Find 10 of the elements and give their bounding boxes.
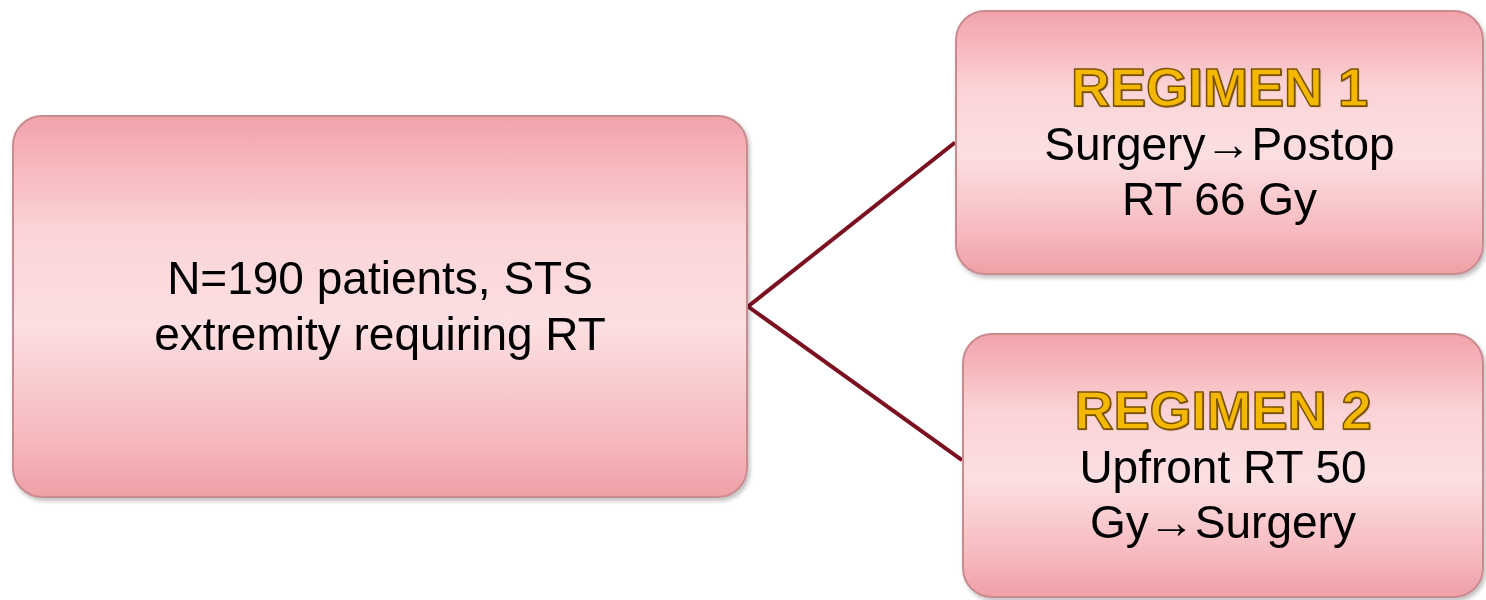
connector-line <box>746 140 957 309</box>
regimen-box <box>962 333 1484 598</box>
process-box <box>12 115 748 498</box>
description-text: Upfront RT 50 Gy→Surgery <box>1078 440 1368 551</box>
regimen-heading: REGIMEN 1 <box>1070 57 1369 117</box>
regimen-heading: REGIMEN 2 <box>1074 380 1372 440</box>
connector-line <box>746 304 964 462</box>
description-text: Surgery→Postop RT 66 Gy <box>1043 117 1396 228</box>
description-text: N=190 patients, STS extremity requiring RT <box>153 251 607 362</box>
regimen-box <box>955 10 1484 275</box>
